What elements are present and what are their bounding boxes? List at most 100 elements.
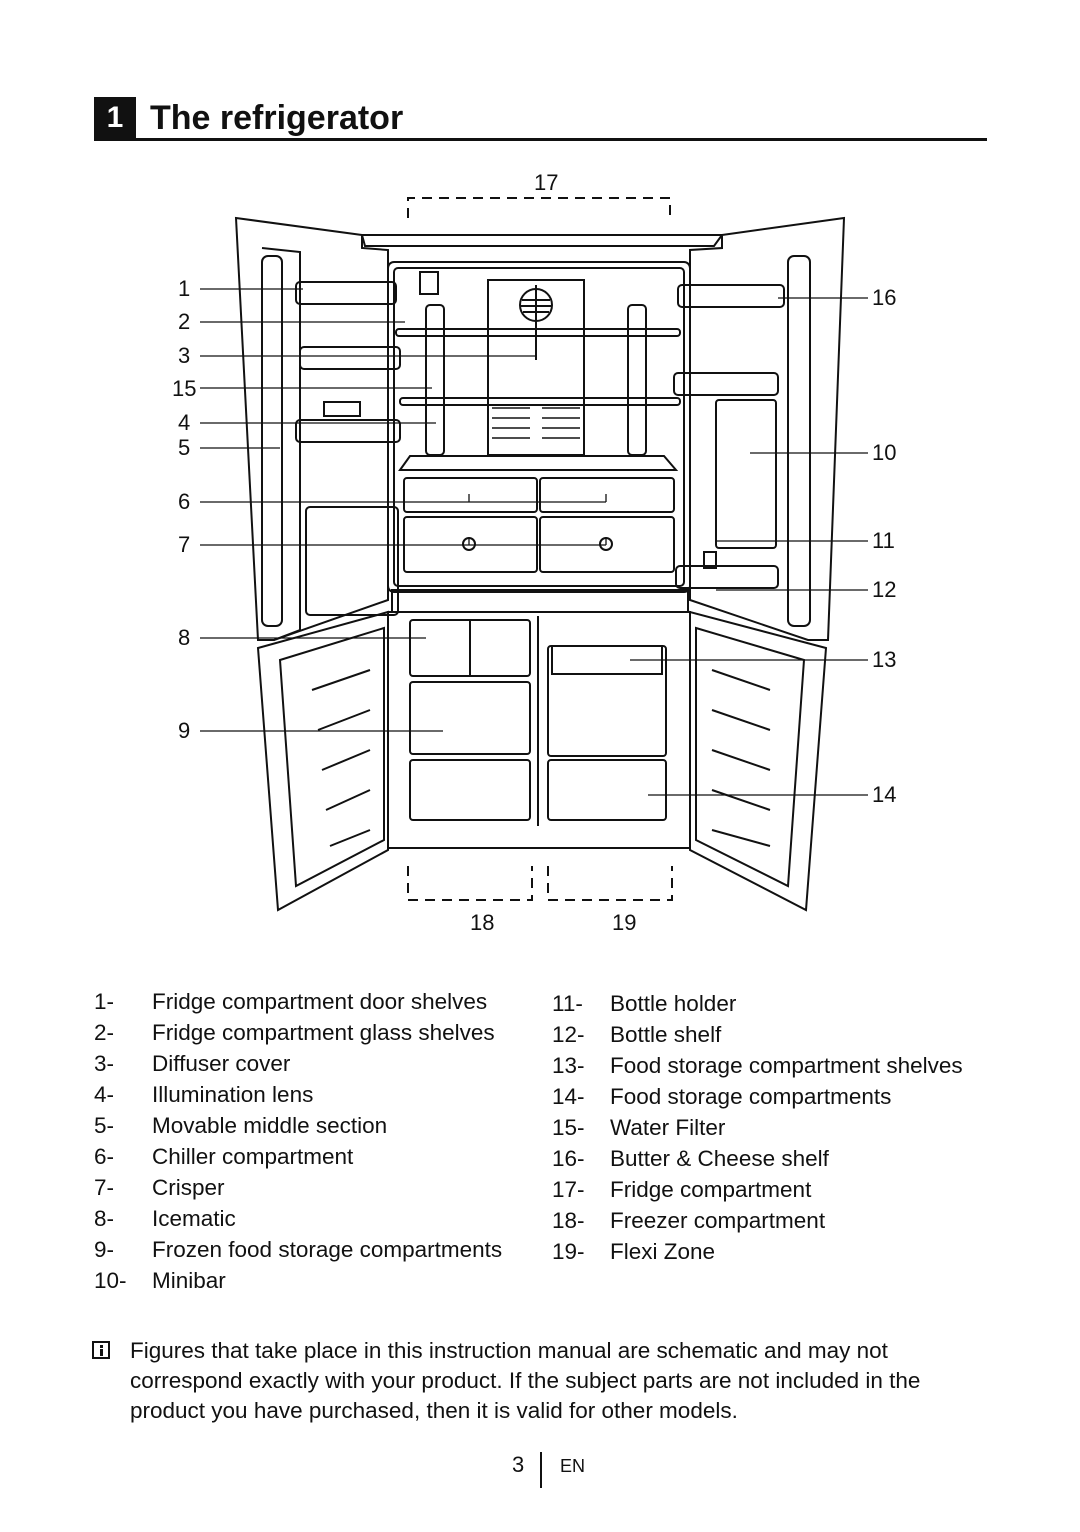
callout-4: 4 — [178, 410, 190, 435]
legend-number: 17- — [552, 1177, 585, 1202]
legend-number: 2- — [94, 1020, 115, 1045]
legend-item: 15-Water Filter — [552, 1112, 963, 1143]
legend-label: Frozen food storage compartments — [152, 1237, 503, 1262]
callout-19: 19 — [612, 910, 636, 935]
legend-number: 19- — [552, 1239, 585, 1264]
legend-label: Water Filter — [610, 1115, 726, 1140]
page-title: The refrigerator — [150, 99, 404, 137]
legend-label: Fridge compartment door shelves — [152, 989, 488, 1014]
legend-label: Fridge compartment glass shelves — [152, 1020, 495, 1045]
left-lower-door — [256, 610, 389, 912]
legend-label: Flexi Zone — [610, 1239, 716, 1264]
bottle-shelf — [675, 565, 779, 589]
water-filter — [419, 271, 439, 295]
language-code: EN — [560, 1456, 586, 1476]
legend-item: 10- Minibar — [94, 1265, 502, 1296]
callout-2: 2 — [178, 309, 190, 334]
bottle-holder — [703, 551, 717, 569]
legend-item: 2- Fridge compartment glass shelves — [94, 1017, 502, 1048]
legend-item: 1- Fridge compartment door shelves — [94, 986, 502, 1017]
callout-8: 8 — [178, 625, 190, 650]
glass-shelf — [399, 397, 681, 406]
freezer-drawer — [409, 759, 531, 821]
legend-number: 6- — [94, 1144, 115, 1169]
callout-3: 3 — [178, 343, 190, 368]
legend-number: 14- — [552, 1084, 585, 1109]
butter-cheese-shelf — [677, 284, 785, 308]
legend-label: Chiller compartment — [152, 1144, 354, 1169]
legend-item: 18- Freezer compartment — [552, 1205, 963, 1236]
legend-item: 16- Butter & Cheese shelf — [552, 1143, 963, 1174]
legend-item: 9- Frozen food storage compartments — [94, 1234, 502, 1265]
legend-number: 16- — [552, 1146, 585, 1171]
legend-item: 17-Fridge compartment — [552, 1174, 963, 1205]
door-shelf — [299, 346, 401, 370]
legend-item: 6- Chiller compartment — [94, 1141, 502, 1172]
legend-number: 12- — [552, 1022, 585, 1047]
fridge-compartment-bracket — [407, 197, 671, 218]
refrigerator-diagram: 17 1 2 3 15 4 5 6 7 8 9 16 10 11 12 13 1… — [172, 170, 896, 935]
legend-label: Bottle holder — [610, 991, 737, 1016]
legend-number: 5- — [94, 1113, 115, 1138]
legend-label: Food storage compartment shelves — [610, 1053, 963, 1078]
chiller-drawer — [403, 477, 538, 513]
legend-item: 19- Flexi Zone — [552, 1236, 963, 1267]
legend-label: Food storage compartments — [610, 1084, 892, 1109]
callout-6: 6 — [178, 489, 190, 514]
callout-12: 12 — [872, 577, 896, 602]
door-shelf — [673, 372, 779, 396]
legend-item: 5- Movable middle section — [94, 1110, 502, 1141]
callout-18: 18 — [470, 910, 494, 935]
legend-item: 14- Food storage compartments — [552, 1081, 963, 1112]
legend-item: 4- Illumination lens — [94, 1079, 502, 1110]
food-storage-drawer — [547, 759, 667, 821]
legend-number: 3- — [94, 1051, 115, 1076]
legend-number: 4- — [94, 1082, 115, 1107]
freezer-bracket — [407, 866, 533, 901]
legend-item: 7- Crisper — [94, 1172, 502, 1203]
glass-shelf — [395, 328, 681, 337]
door-shelf — [295, 281, 397, 305]
legend-number: 7- — [94, 1175, 115, 1200]
legend-number: 9- — [94, 1237, 115, 1262]
legend-label: Illumination lens — [152, 1082, 314, 1107]
diffuser-fan — [519, 288, 553, 322]
legend-number: 1- — [94, 989, 115, 1014]
title-underline — [94, 138, 987, 141]
legend-item: 3- Diffuser cover — [94, 1048, 502, 1079]
callout-5: 5 — [178, 435, 190, 460]
left-upper-door — [234, 216, 389, 641]
right-lower-door — [689, 610, 828, 912]
legend-label: Freezer compartment — [610, 1208, 826, 1233]
footer-divider — [540, 1452, 542, 1488]
legend-item: 11- Bottle holder — [552, 988, 963, 1019]
callout-9: 9 — [178, 718, 190, 743]
legend-label: Movable middle section — [152, 1113, 388, 1138]
legend-right: 11- Bottle holder 12-Bottle shelf 13-Food… — [552, 988, 963, 1267]
food-storage-drawer — [547, 645, 667, 757]
legend-number: 8- — [94, 1206, 115, 1231]
callout-15: 15 — [172, 376, 196, 401]
legend-number: 18- — [552, 1208, 585, 1233]
legend-left: 1- Fridge compartment door shelves 2- Frid… — [94, 986, 502, 1296]
page-number: 3 — [512, 1452, 525, 1477]
callout-10: 10 — [872, 440, 896, 465]
flexi-zone-bracket — [547, 866, 673, 901]
legend-label: Diffuser cover — [152, 1051, 291, 1076]
legend-label: Minibar — [152, 1268, 226, 1293]
callout-7: 7 — [178, 532, 190, 557]
legend-item: 13-Food storage compartment shelves — [552, 1050, 963, 1081]
chiller-drawer — [539, 477, 675, 513]
right-upper-door — [689, 216, 846, 641]
legend-item: 12-Bottle shelf — [552, 1019, 963, 1050]
legend-number: 11- — [552, 991, 583, 1016]
callout-11: 11 — [872, 528, 895, 553]
minibar — [715, 399, 777, 549]
callout-17: 17 — [534, 170, 558, 195]
legend-number: 10- — [94, 1268, 127, 1293]
note-text: Figures that take place in this instruct… — [130, 1338, 921, 1423]
callout-13: 13 — [872, 647, 896, 672]
legend-label: Crisper — [152, 1175, 225, 1200]
legend-label: Icematic — [152, 1206, 236, 1231]
legend-label: Butter & Cheese shelf — [610, 1146, 829, 1171]
